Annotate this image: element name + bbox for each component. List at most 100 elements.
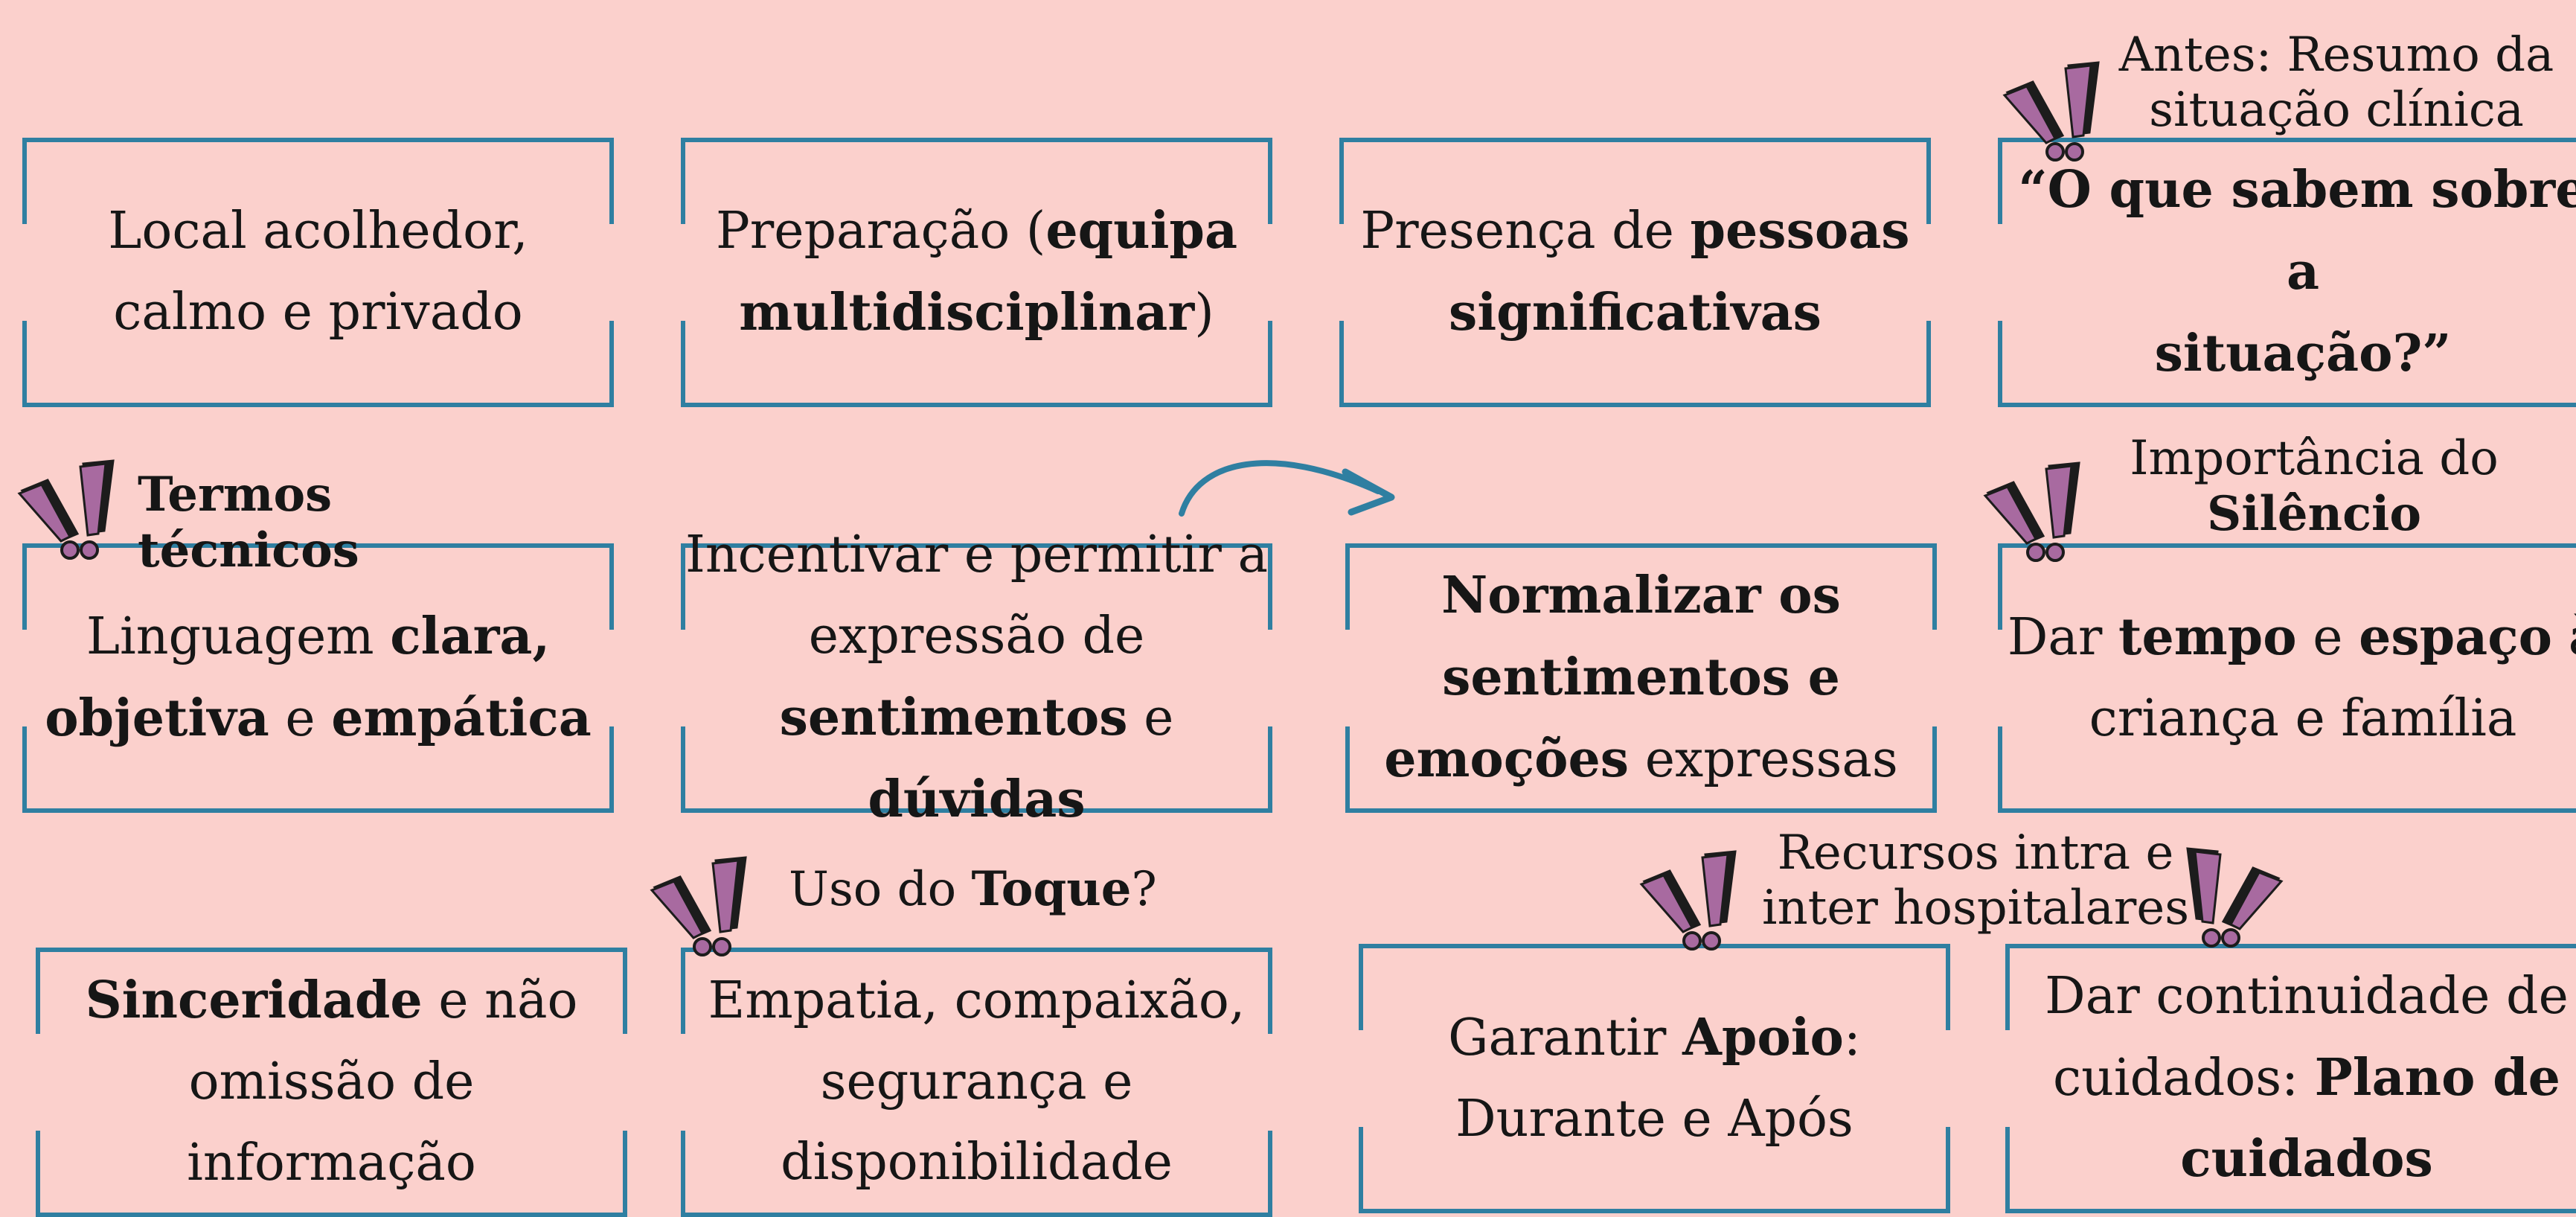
bold-text: multidisciplinar: [739, 283, 1194, 342]
text-line: significativas: [1449, 272, 1822, 354]
text: Durante e Após: [1455, 1090, 1853, 1149]
curved-arrow-icon: [1168, 445, 1414, 527]
text: à: [2552, 608, 2576, 667]
box-presenca-pessoas: Presença de pessoas significativas: [1339, 138, 1931, 407]
text: Dar continuidade de: [2045, 967, 2569, 1026]
bold-text: emoções: [1384, 729, 1629, 789]
text-line: Local acolhedor,: [108, 191, 528, 272]
text: expressão de: [809, 607, 1145, 665]
text: e: [1128, 689, 1174, 747]
bold-text: empática: [331, 689, 592, 748]
text: informação: [187, 1134, 476, 1192]
box-text: Dar tempo e espaço àcriança e família: [1998, 543, 2576, 813]
text-line: omissão de: [189, 1042, 475, 1123]
text-line: sentimentos e: [1442, 637, 1840, 719]
bold-text: clara,: [390, 607, 550, 666]
bold-text: Normalizar os: [1441, 566, 1841, 625]
text-line: cuidados: [2180, 1119, 2432, 1201]
bold-text: cuidados: [2180, 1129, 2432, 1189]
bold-text: Sinceridade: [86, 971, 423, 1030]
text: omissão de: [189, 1053, 475, 1111]
text-line: “O que sabem sobre a: [1998, 150, 2576, 313]
text: Incentivar e permitir a: [685, 526, 1268, 584]
box-text: Garantir Apoio: Durante e Após: [1359, 944, 1950, 1213]
text-line: cuidados: Plano de: [2053, 1038, 2560, 1119]
text-line: sentimentos e dúvidas: [681, 677, 1272, 841]
box-local-acolhedor: Local acolhedor, calmo e privado: [22, 138, 614, 407]
text: :: [1844, 1009, 1861, 1067]
bold-text: Termos técnicos: [138, 467, 359, 578]
bold-text: significativas: [1449, 283, 1822, 342]
text: segurança e: [821, 1053, 1133, 1111]
text-line: Termos técnicos: [138, 467, 525, 578]
text-line: Garantir Apoio:: [1448, 997, 1861, 1079]
box-text: “O que sabem sobre a situação?”: [1998, 138, 2576, 407]
bold-text: Toque: [972, 861, 1132, 917]
text: ): [1194, 284, 1214, 342]
text: Antes: Resumo da: [2119, 28, 2554, 83]
text-line: inter hospitalares: [1745, 881, 2206, 936]
text: calmo e privado: [113, 283, 522, 342]
box-text: Empatia, compaixão, segurança e disponibil…: [681, 948, 1272, 1217]
bold-text: equipa: [1045, 201, 1237, 261]
text: situação clínica: [2149, 83, 2524, 138]
bold-text: espaço: [2359, 607, 2552, 667]
text: Empatia, compaixão,: [708, 971, 1246, 1030]
text: ?: [1131, 862, 1156, 917]
text: Uso do: [789, 862, 972, 917]
text-line: Linguagem clara,: [86, 596, 550, 678]
text: e não: [423, 971, 578, 1030]
text-line: Uso do Toque?: [789, 862, 1176, 918]
bold-text: sentimentos e: [1442, 648, 1840, 707]
text-line: Presença de pessoas: [1360, 191, 1909, 272]
exclamation-icon: [15, 459, 126, 563]
box-continuidade: Dar continuidade de cuidados: Plano de cui…: [2005, 944, 2576, 1213]
bold-text: “O que sabem sobre a: [2019, 160, 2576, 301]
text: Dar: [2008, 608, 2118, 667]
box-linguagem: Linguagem clara, objetiva e empática: [22, 543, 614, 813]
text-line: Durante e Após: [1455, 1079, 1853, 1160]
text-line: Dar tempo e espaço à: [2008, 597, 2576, 679]
exclamation-icon: [647, 856, 759, 960]
text-line: expressão de: [809, 596, 1145, 677]
box-normalizar: Normalizar os sentimentos e emoções expres…: [1345, 543, 1937, 813]
text-line: situação?”: [2155, 313, 2452, 395]
box-text: Normalizar os sentimentos e emoções expres…: [1345, 543, 1937, 813]
bold-text: objetiva: [45, 689, 269, 748]
text: e: [269, 689, 331, 748]
text: Local acolhedor,: [108, 202, 528, 261]
text-line: disponibilidade: [781, 1122, 1173, 1204]
bold-text: Silêncio: [2207, 486, 2421, 542]
exclamation-icon: [1637, 850, 1749, 954]
text: Presença de: [1360, 202, 1690, 261]
text-line: Silêncio: [2098, 487, 2530, 543]
text-line: Dar continuidade de: [2045, 956, 2569, 1038]
box-text: Local acolhedor, calmo e privado: [22, 138, 614, 407]
bold-text: tempo: [2118, 607, 2297, 667]
text: Garantir: [1448, 1009, 1682, 1067]
exclamation-icon: [1981, 461, 2092, 566]
text: inter hospitalares: [1762, 881, 2189, 936]
text-line: Sinceridade e não: [86, 960, 578, 1042]
text: Importância do: [2130, 431, 2498, 486]
text-line: Importância do: [2098, 432, 2530, 487]
text-line: segurança e: [821, 1042, 1133, 1123]
text: Linguagem: [86, 607, 390, 666]
text: expressas: [1629, 730, 1898, 789]
box-text: Linguagem clara, objetiva e empática: [22, 543, 614, 813]
text: Recursos intra e: [1778, 825, 2174, 881]
text-line: Empatia, compaixão,: [708, 961, 1246, 1042]
exclamation-icon: [2000, 61, 2112, 165]
box-o-que-sabem: “O que sabem sobre a situação?”: [1998, 138, 2576, 407]
bold-text: situação?”: [2155, 324, 2452, 383]
text-line: emoções expressas: [1384, 719, 1898, 801]
bold-text: dúvidas: [868, 770, 1085, 829]
box-text: Dar continuidade de cuidados: Plano de cui…: [2005, 944, 2576, 1213]
text-line: calmo e privado: [113, 272, 522, 354]
bold-text: Apoio: [1682, 1008, 1844, 1067]
